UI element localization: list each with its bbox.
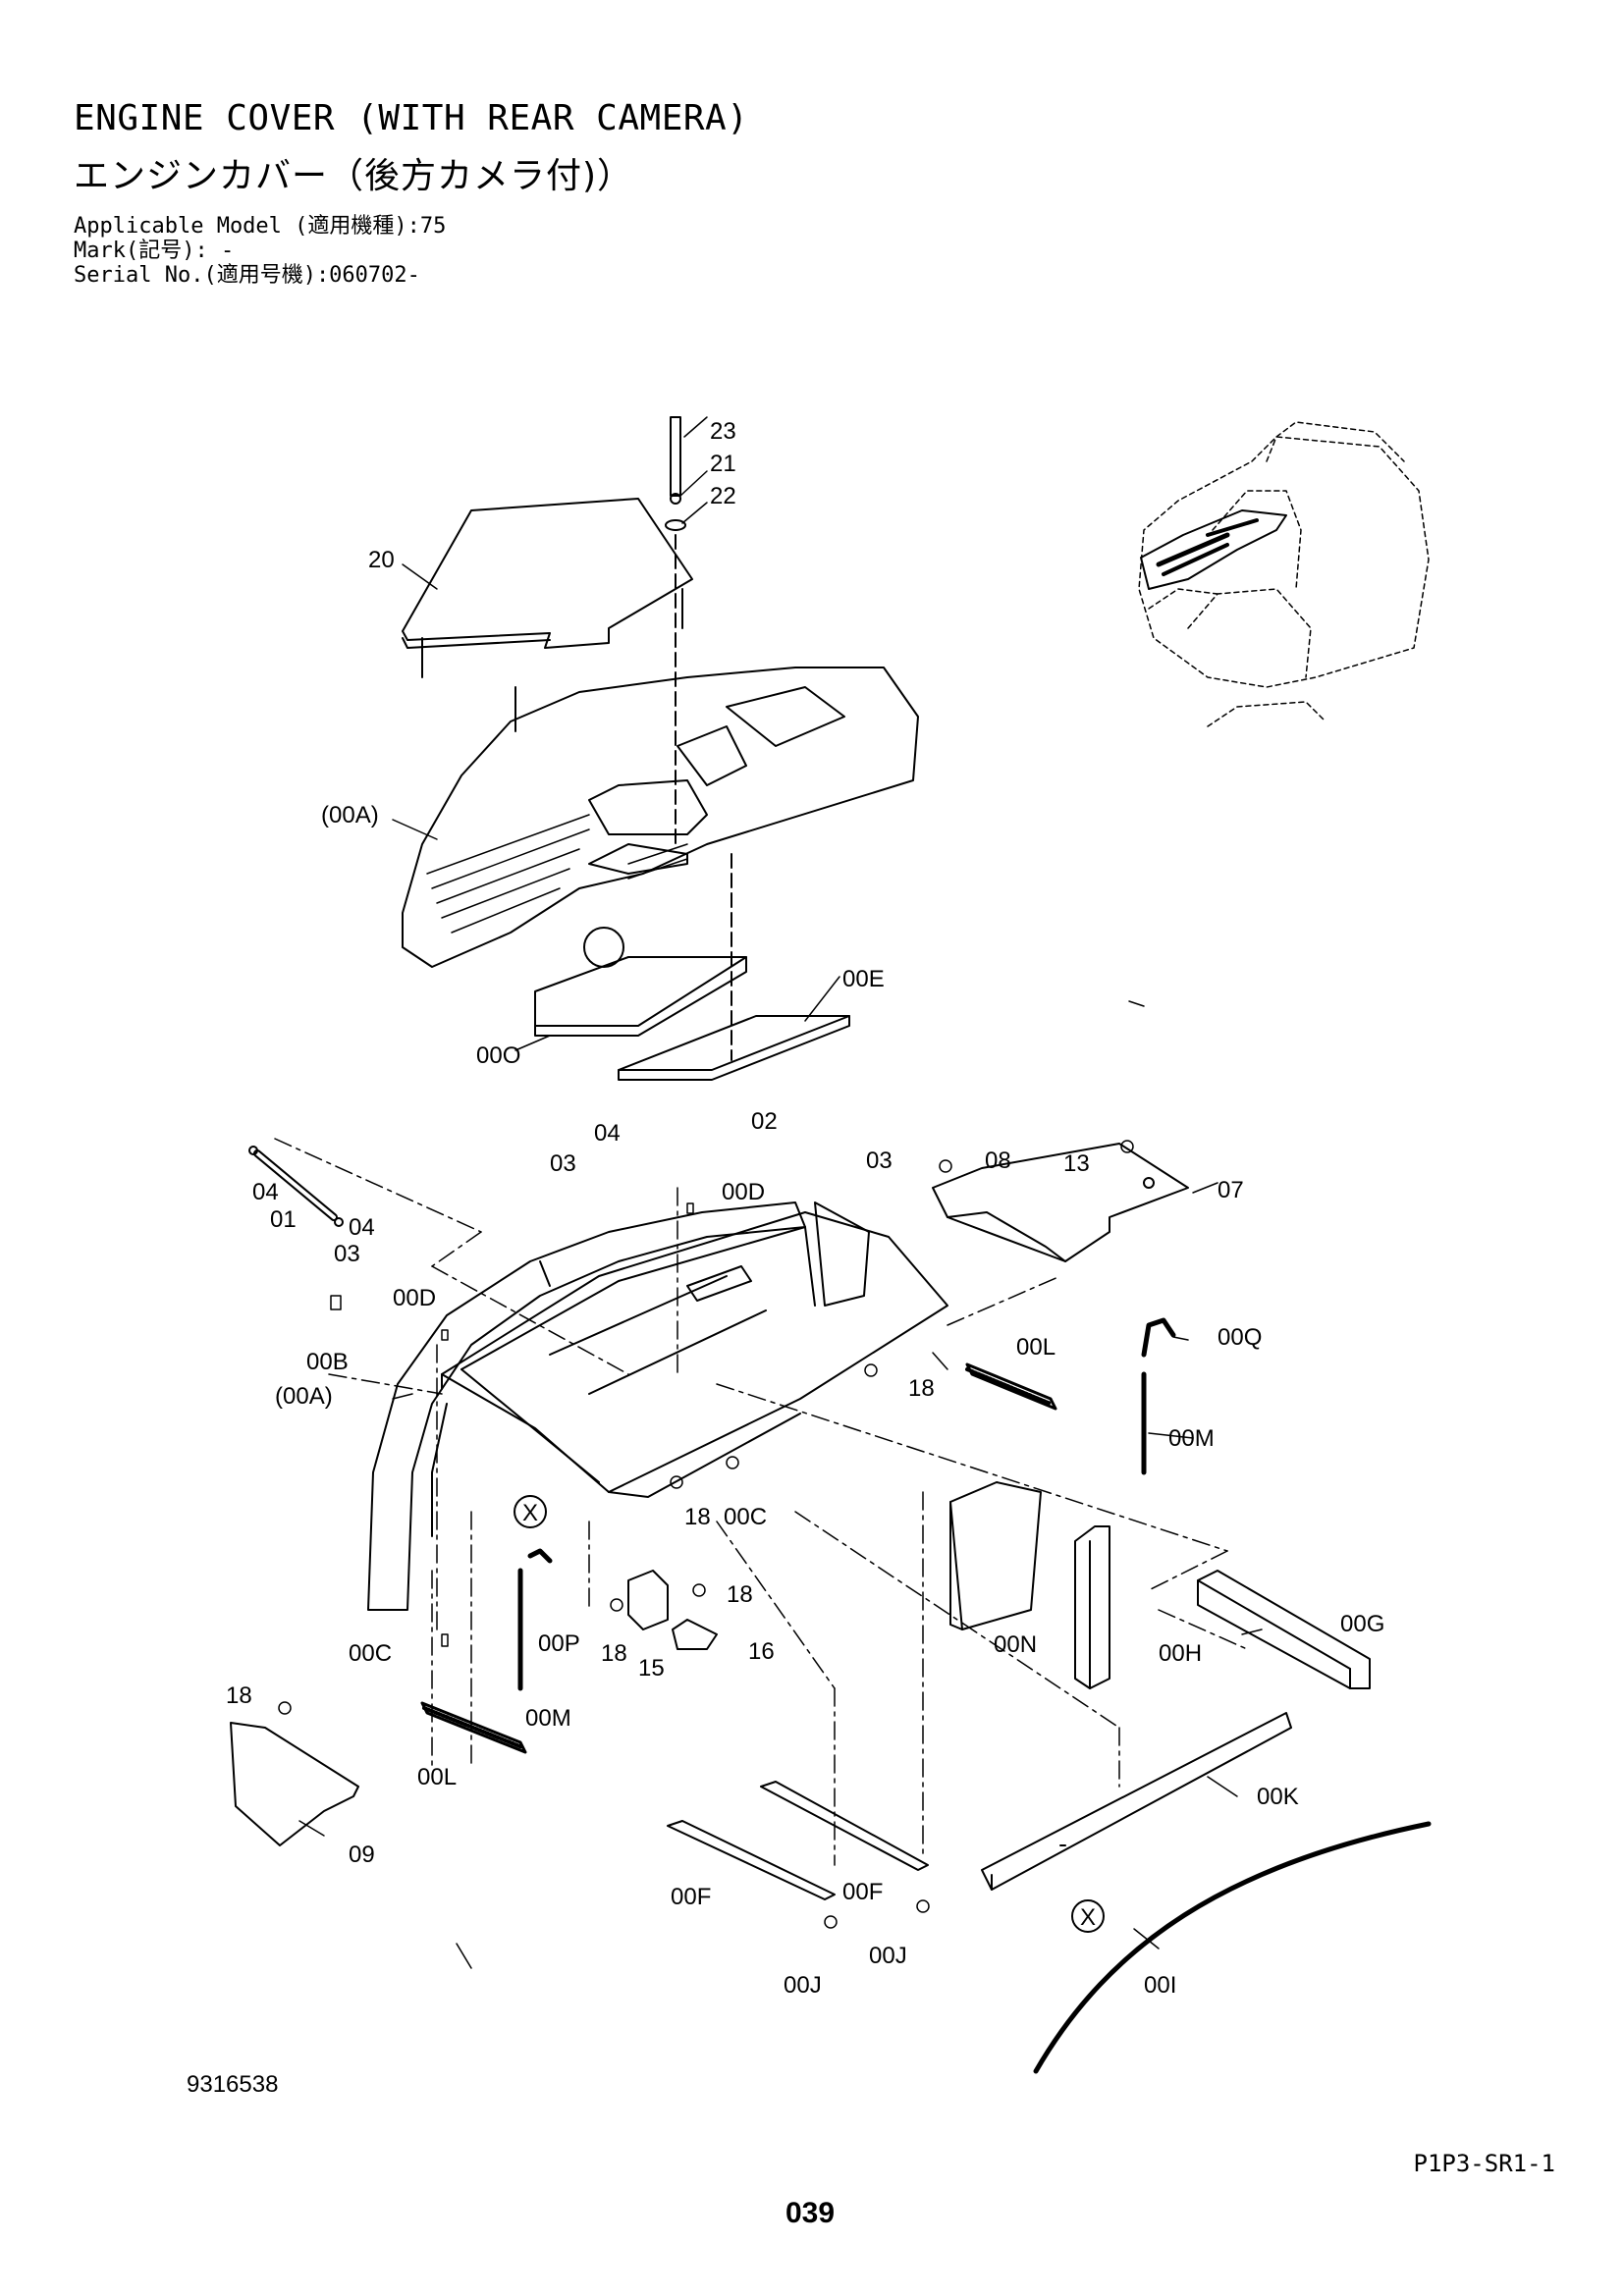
label-00B: 00B	[306, 1349, 349, 1375]
label-00F: 00F	[842, 1879, 883, 1905]
label-04: 04	[252, 1179, 279, 1205]
model-info: Applicable Model (適用機種):75 Mark(記号): - S…	[74, 214, 446, 288]
hook-00P	[527, 1548, 553, 1564]
label-00F: 00F	[671, 1884, 711, 1910]
label-00N: 00N	[994, 1631, 1037, 1658]
label-00M: 00M	[525, 1705, 571, 1732]
seal-00L-right	[965, 1362, 1057, 1411]
label-02: 02	[751, 1108, 778, 1135]
machine-thumbnail-highlight	[1140, 509, 1287, 590]
hook-00Q	[1141, 1317, 1176, 1358]
label-20: 20	[368, 547, 395, 573]
pad-00G	[1197, 1570, 1371, 1689]
strap-00F-left	[667, 1820, 836, 1900]
label-03: 03	[334, 1241, 360, 1267]
pad-00O	[534, 956, 747, 1037]
x-mark: X	[1080, 1904, 1096, 1931]
label-00P: 00P	[538, 1630, 580, 1657]
label-00D: 00D	[722, 1179, 765, 1205]
drawing-code: 9316538	[187, 2071, 279, 2098]
label-07: 07	[1218, 1177, 1244, 1203]
part-09-bracket	[230, 1722, 359, 1846]
gas-spring-01	[248, 1146, 344, 1227]
label-00A-side: (00A)	[275, 1383, 333, 1410]
fasteners	[278, 1140, 1134, 1929]
seal-00I	[1033, 1821, 1432, 2074]
sheet-reference: P1P3-SR1-1	[1413, 2150, 1556, 2177]
label-22: 22	[710, 483, 736, 509]
label-00G: 00G	[1340, 1611, 1384, 1637]
label-18: 18	[601, 1640, 627, 1667]
beam-00K	[981, 1712, 1292, 1891]
vent-slots	[426, 814, 688, 934]
leader-lines	[298, 416, 1263, 1969]
label-00A-top: (00A)	[321, 802, 379, 828]
label-01: 01	[270, 1206, 297, 1233]
strap-00F-right	[760, 1781, 929, 1871]
part-labels: 23 21 22 20 (00A) 00E 00O 04 02 03 03 04…	[226, 418, 1384, 1999]
page-title-english: ENGINE COVER (WITH REAR CAMERA)	[74, 98, 749, 138]
label-18: 18	[226, 1682, 252, 1709]
part-20-top-plate	[402, 498, 693, 732]
label-00M: 00M	[1168, 1425, 1215, 1452]
main-frame	[441, 1211, 948, 1498]
seal-00L-left	[420, 1701, 527, 1754]
label-00I: 00I	[1144, 1972, 1176, 1999]
serial-number: Serial No.(適用号機):060702-	[74, 263, 420, 288]
label-00L: 00L	[417, 1764, 457, 1790]
pad-00H	[1074, 1525, 1110, 1689]
page-title-japanese: エンジンカバー（後方カメラ付)）	[74, 156, 634, 196]
label-00J: 00J	[784, 1972, 822, 1999]
pad-00E	[618, 1015, 850, 1081]
label-00Q: 00Q	[1218, 1324, 1262, 1351]
label-13: 13	[1063, 1150, 1090, 1177]
label-03: 03	[550, 1150, 576, 1177]
label-18: 18	[684, 1504, 711, 1530]
label-00C: 00C	[349, 1640, 392, 1667]
pad-00N	[949, 1481, 1042, 1630]
label-18: 18	[727, 1581, 753, 1608]
machine-thumbnail	[1138, 421, 1430, 727]
applicable-model: Applicable Model (適用機種):75	[74, 214, 447, 239]
part-00A-side-cover	[367, 1201, 870, 1611]
mark-info: Mark(記号): -	[74, 239, 235, 263]
label-15: 15	[638, 1655, 665, 1682]
label-04: 04	[349, 1214, 375, 1241]
bolt-23	[665, 416, 686, 845]
label-00H: 00H	[1159, 1640, 1202, 1667]
hinge-15	[627, 1570, 669, 1630]
label-00E: 00E	[842, 966, 885, 992]
page-number: 039	[785, 2197, 836, 2229]
x-callout-markers	[514, 1495, 1105, 1933]
label-23: 23	[710, 418, 736, 445]
label-00D: 00D	[393, 1285, 436, 1311]
label-21: 21	[710, 451, 736, 477]
label-09: 09	[349, 1842, 375, 1868]
hinge-16	[672, 1619, 718, 1650]
label-03: 03	[866, 1148, 893, 1174]
label-00O: 00O	[476, 1042, 520, 1069]
x-mark: X	[522, 1500, 538, 1526]
label-00K: 00K	[1257, 1784, 1299, 1810]
label-00J: 00J	[869, 1943, 907, 1969]
label-00C: 00C	[724, 1504, 767, 1530]
label-08: 08	[985, 1148, 1011, 1174]
guide-lines	[274, 1138, 1248, 1866]
part-07-bracket	[932, 1143, 1189, 1262]
part-00A-top-panel	[402, 667, 919, 968]
label-04: 04	[594, 1120, 621, 1147]
label-16: 16	[748, 1638, 775, 1665]
label-18: 18	[908, 1375, 935, 1402]
label-00L: 00L	[1016, 1334, 1056, 1361]
